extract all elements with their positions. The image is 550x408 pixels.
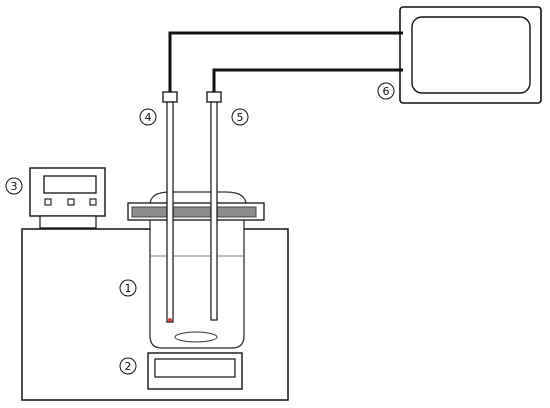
electrode-a bbox=[162, 91, 178, 323]
svg-text:1: 1 bbox=[125, 282, 132, 295]
svg-text:3: 3 bbox=[11, 180, 18, 193]
label-3: 3 bbox=[5, 177, 23, 195]
label-4: 4 bbox=[139, 108, 157, 126]
svg-text:5: 5 bbox=[237, 111, 244, 124]
label-2: 2 bbox=[119, 357, 137, 375]
electrode-b bbox=[206, 91, 222, 321]
cables bbox=[168, 31, 403, 92]
label-6: 6 bbox=[377, 82, 395, 100]
label-5: 5 bbox=[231, 108, 249, 126]
temperature-controller bbox=[29, 167, 106, 229]
label-1: 1 bbox=[119, 279, 137, 297]
svg-text:4: 4 bbox=[145, 111, 152, 124]
svg-text:2: 2 bbox=[125, 360, 132, 373]
magnetic-stirrer bbox=[147, 352, 243, 390]
svg-text:6: 6 bbox=[383, 85, 390, 98]
workstation bbox=[399, 6, 542, 104]
vessel-lid bbox=[127, 202, 265, 221]
